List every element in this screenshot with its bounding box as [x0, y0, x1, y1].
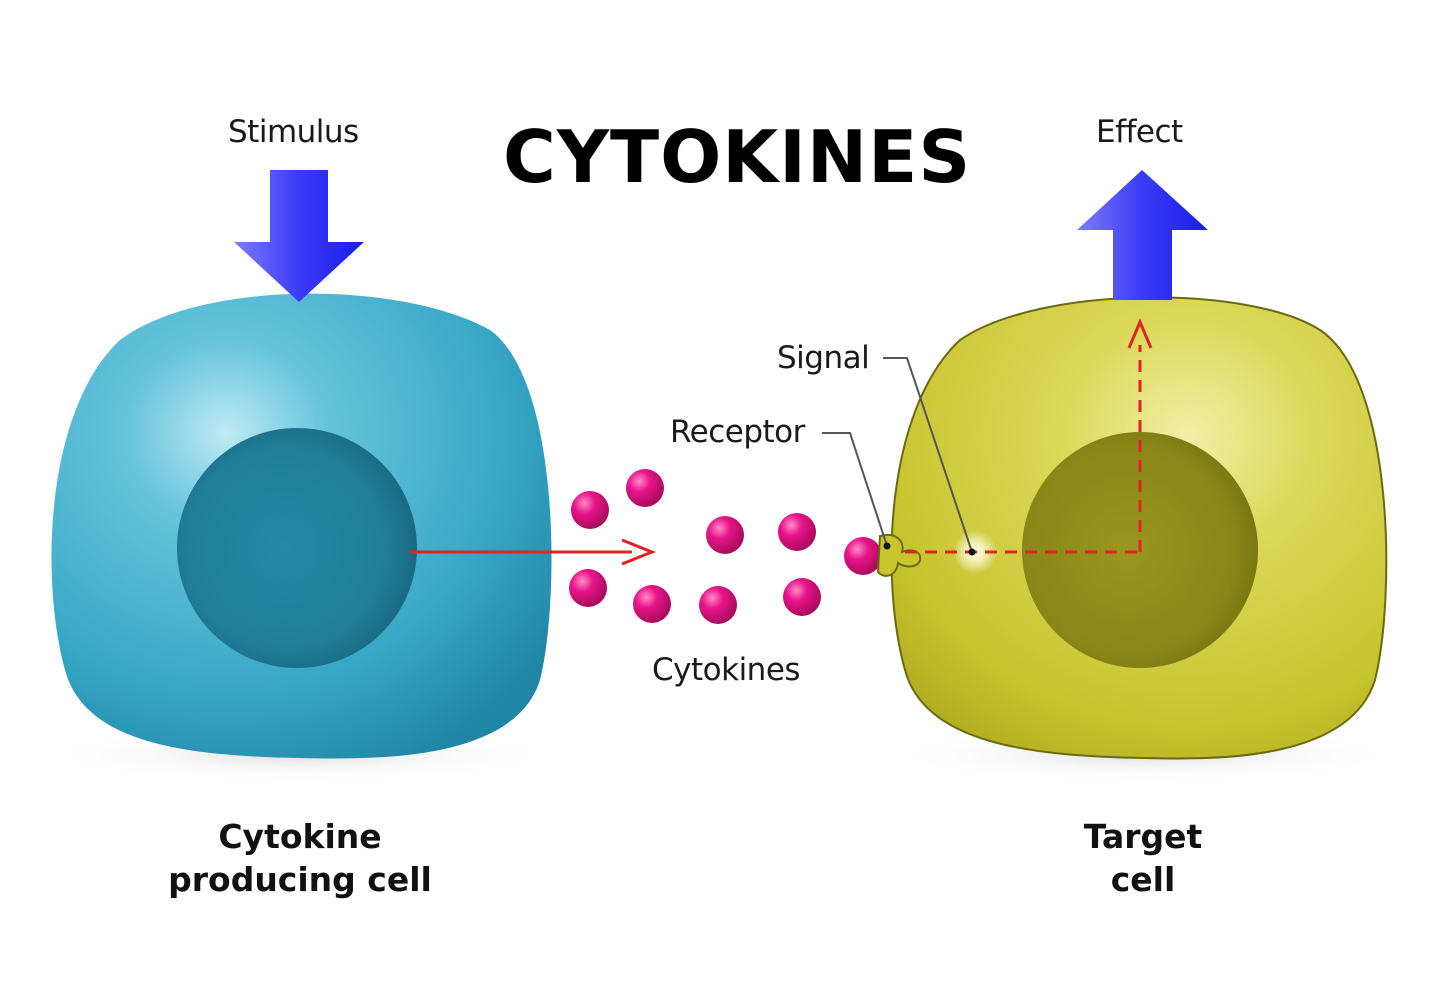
- cytokine-producing-cell: [51, 293, 552, 759]
- effect-label: Effect: [1096, 114, 1183, 150]
- receptor-label: Receptor: [670, 414, 805, 450]
- secretion-arrow: [410, 538, 657, 566]
- stimulus-arrow-icon: [234, 170, 364, 302]
- target-cell-label-line1: Target: [1083, 817, 1203, 856]
- stimulus-label: Stimulus: [228, 114, 359, 150]
- target-cell-label: Target cell: [1043, 815, 1243, 901]
- cytokine-molecule: [706, 516, 744, 554]
- diagram-title: CYTOKINES: [503, 115, 972, 199]
- cytokine-molecule: [783, 578, 821, 616]
- cytokine-molecules: [569, 469, 882, 624]
- effect-arrow-icon: [1077, 170, 1208, 300]
- bound-cytokine-molecule: [844, 537, 882, 575]
- signal-leader-line: [883, 357, 976, 556]
- signal-path: [905, 318, 1153, 554]
- cytokine-molecule: [778, 513, 816, 551]
- cytokine-molecule: [571, 491, 609, 529]
- cytokines-label: Cytokines: [652, 652, 801, 688]
- cytokine-molecule: [633, 585, 671, 623]
- producing-cell-label: Cytokine producing cell: [150, 815, 450, 901]
- receptor-leader-line: [822, 432, 891, 550]
- signal-label: Signal: [777, 340, 870, 376]
- cytokine-molecule: [626, 469, 664, 507]
- producing-cell-nucleus: [177, 428, 417, 668]
- cytokine-molecule: [569, 569, 607, 607]
- producing-cell-label-line2: producing cell: [168, 860, 432, 899]
- producing-cell-label-line1: Cytokine: [218, 817, 382, 856]
- target-cell-label-line2: cell: [1110, 860, 1176, 899]
- cytokine-molecule: [699, 586, 737, 624]
